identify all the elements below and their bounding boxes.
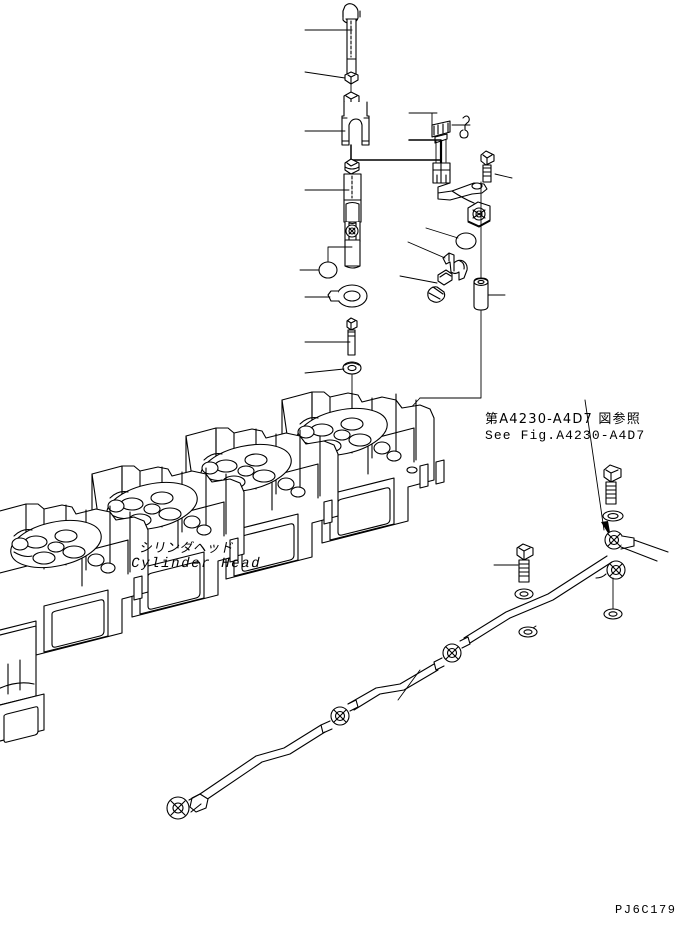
harness-clamp: [442, 252, 468, 281]
injector-sleeve-washer: [342, 361, 362, 375]
cylinder-head-label-jp: シリンダヘッド: [137, 541, 236, 556]
harness-clip-bracket: [437, 182, 488, 204]
pipe-banjo-fitting-2: [518, 560, 626, 638]
see-fig-label-en: See Fig.A4230-A4D7: [485, 428, 646, 443]
cylinder-head-label-en: Cylinder Head: [129, 556, 263, 572]
injector-nut: [344, 71, 359, 85]
cylinder-head-bolt: [342, 3, 361, 76]
injector-o-ring: [318, 261, 338, 279]
see-fig-label-jp: 第A4230-A4D7 図参照: [485, 412, 641, 427]
leader-pipe: [397, 669, 421, 701]
leader-injector-nut: [304, 71, 346, 79]
injector-stud-bolt: [346, 317, 358, 356]
harness-bolt: [480, 150, 495, 183]
harness-connector: [431, 112, 470, 184]
leader-sleeve-washer: [304, 368, 345, 374]
leader-harness-bolt: [494, 173, 513, 179]
banjo-bolt-lower: [516, 543, 534, 583]
harness-clamp-bolt: [427, 269, 453, 303]
harness-branch-line: [350, 144, 441, 161]
leader-harness-clamp: [407, 241, 446, 259]
leader-clamp-bolt: [399, 275, 438, 284]
harness-grommet: [467, 201, 491, 228]
banjo-washer-lower: [514, 588, 534, 600]
leader-see-fig: [584, 399, 605, 531]
harness-spacer: [419, 181, 489, 399]
banjo-bolt-upper: [603, 464, 622, 505]
cylinder-head-block: [0, 391, 445, 743]
banjo-washer-upper: [602, 510, 624, 522]
injector-clamp: [341, 91, 370, 146]
drawing-number: PJ6C179: [615, 903, 677, 917]
fuel-injector: [343, 158, 362, 269]
injector-seal-washer: [327, 284, 368, 308]
pipe-banjo-fitting: [604, 530, 669, 562]
fuel-leak-off-pipe: [166, 555, 613, 820]
leader-grommet: [425, 227, 459, 239]
